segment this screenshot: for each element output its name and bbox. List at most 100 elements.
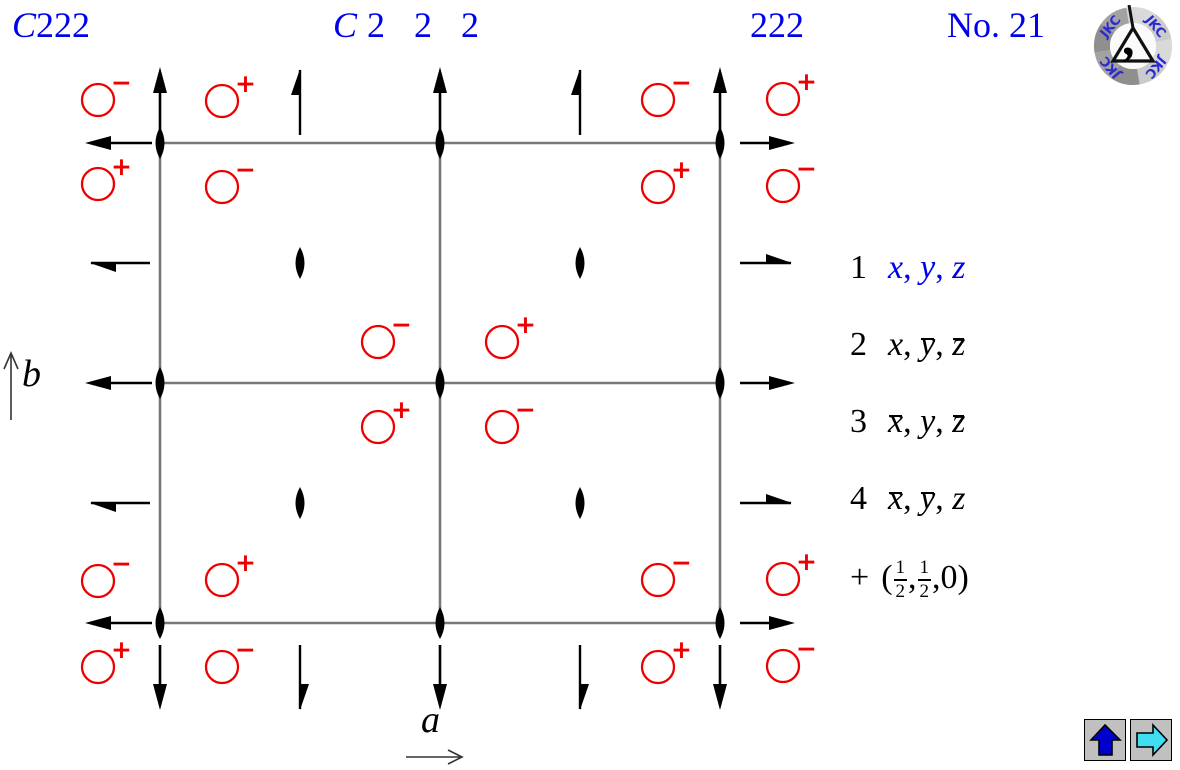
twofold-screw-barb — [766, 254, 792, 263]
height-sign: − — [111, 549, 132, 578]
general-position-circle — [765, 168, 801, 204]
lattice-letter: C — [12, 5, 37, 45]
general-position-circle — [80, 166, 116, 202]
symmetry-operator-row-1: 1 x, y, z — [850, 246, 965, 290]
general-position-circle — [765, 648, 801, 684]
twofold-axis-arrowhead — [769, 136, 795, 150]
height-sign: + — [515, 310, 536, 339]
height-sign: − — [796, 634, 817, 663]
twofold-rotation-point-icon — [295, 247, 305, 279]
twofold-axis-arrowhead — [433, 67, 447, 93]
height-sign: − — [671, 548, 692, 577]
general-position-circle — [80, 82, 116, 118]
general-position-circle — [640, 562, 676, 598]
twofold-axis-arrowhead — [85, 136, 111, 150]
logo-comma: , — [1122, 10, 1135, 66]
height-sign: + — [671, 635, 692, 664]
general-position-circle — [640, 82, 676, 118]
logo-ring-segment — [1136, 59, 1165, 85]
twofold-rotation-point-icon — [435, 607, 445, 639]
height-sign: − — [111, 68, 132, 97]
general-position-circle — [204, 169, 240, 205]
height-sign: − — [235, 635, 256, 664]
twofold-screw-barb — [571, 69, 580, 95]
general-position-circle — [640, 169, 676, 205]
nav-next-button[interactable] — [1130, 719, 1172, 761]
height-sign: − — [515, 395, 536, 424]
twofold-rotation-point-icon — [435, 127, 445, 159]
twofold-axis-arrowhead — [433, 684, 447, 710]
general-position-circle — [765, 81, 801, 117]
general-position-circle — [204, 83, 240, 119]
general-position-circle — [484, 409, 520, 445]
a-axis-label: a — [421, 699, 440, 741]
symmetry-operator-row-2: 2 x, y, z — [850, 323, 965, 367]
general-position-circle — [204, 562, 240, 598]
height-sign: − — [671, 68, 692, 97]
twofold-screw-barb — [766, 494, 792, 503]
nav-up-button[interactable] — [1084, 719, 1126, 761]
twofold-rotation-point-icon — [715, 127, 725, 159]
operator-coordinates: x, y, z — [888, 403, 966, 440]
height-sign: − — [796, 154, 817, 183]
spacegroup-short-symbol: C222 — [12, 4, 90, 46]
height-sign: + — [111, 635, 132, 664]
twofold-axis-arrowhead — [153, 684, 167, 710]
twofold-axis-arrowhead — [713, 67, 727, 93]
twofold-axis-arrowhead — [153, 67, 167, 93]
height-sign: + — [235, 69, 256, 98]
height-sign: + — [671, 155, 692, 184]
b-axis-label: b — [22, 353, 41, 395]
twofold-rotation-point-icon — [575, 247, 585, 279]
logo-triangle — [1110, 24, 1156, 63]
general-position-circle — [640, 649, 676, 685]
twofold-screw-barb — [580, 684, 589, 710]
height-sign: + — [796, 547, 817, 576]
height-sign: + — [796, 67, 817, 96]
twofold-screw-barb — [300, 684, 309, 710]
general-position-circle — [484, 324, 520, 360]
general-position-circle — [204, 649, 240, 685]
logo-ring-segment — [1101, 7, 1130, 33]
general-position-circle — [765, 561, 801, 597]
up-arrow-icon — [1089, 723, 1122, 756]
right-arrow-shape — [1136, 722, 1169, 758]
right-arrow-icon — [1136, 722, 1169, 758]
twofold-screw-barb — [291, 69, 300, 95]
logo-triangle-tail — [1127, 4, 1135, 29]
twofold-screw-barb — [90, 263, 116, 272]
operator-coordinates: x, y, z — [888, 249, 966, 286]
general-position-circle — [360, 409, 396, 445]
twofold-rotation-point-icon — [715, 607, 725, 639]
general-position-circle — [80, 563, 116, 599]
operator-number: 2 — [850, 326, 867, 363]
logo-ring-segment — [1094, 23, 1115, 53]
height-sign: + — [235, 548, 256, 577]
twofold-axis-arrowhead — [713, 684, 727, 710]
height-sign: + — [111, 152, 132, 181]
logo-ring-segment — [1146, 14, 1172, 43]
lattice-letter: C — [333, 5, 358, 45]
twofold-rotation-point-icon — [155, 367, 165, 399]
twofold-axis-arrowhead — [85, 616, 111, 630]
twofold-rotation-point-icon — [295, 487, 305, 519]
spacegroup-number: No. 21 — [947, 5, 1045, 45]
twofold-screw-barb — [90, 503, 116, 512]
operator-number: 1 — [850, 249, 867, 286]
twofold-axis-arrowhead — [769, 376, 795, 390]
b-axis-arrowhead — [3, 351, 19, 370]
twofold-rotation-point-icon — [435, 367, 445, 399]
operator-number: 4 — [850, 480, 867, 517]
logo-ring-segment — [1151, 39, 1172, 69]
height-sign: − — [391, 310, 412, 339]
operator-coordinates: x, y, z — [888, 326, 966, 363]
a-axis-arrowhead — [447, 749, 464, 765]
